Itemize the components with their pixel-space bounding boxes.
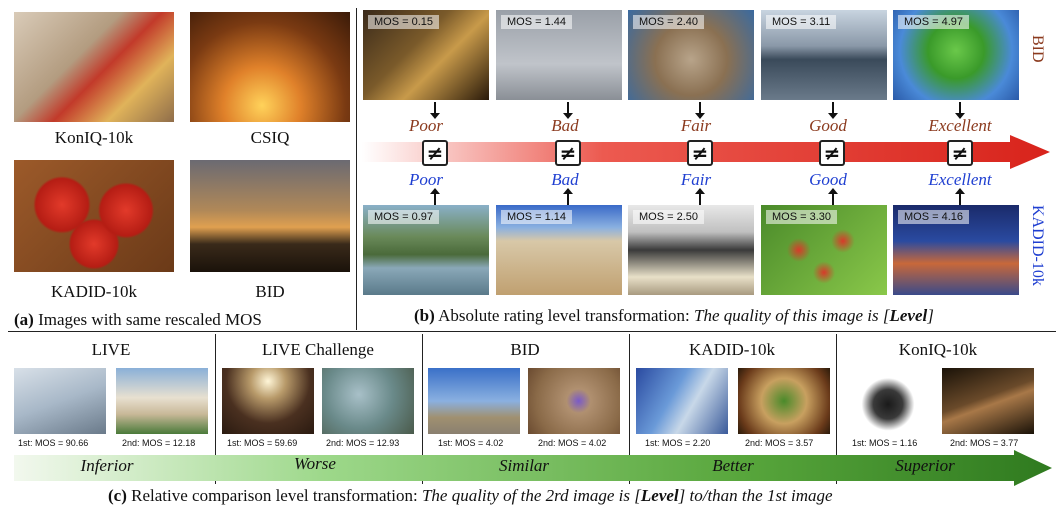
arrow-up-1 bbox=[430, 188, 440, 205]
group-title-bid: BID bbox=[510, 340, 540, 359]
live-second-mos: 2nd: MOS = 12.18 bbox=[122, 438, 196, 448]
side-label-kadid: KADID-10k bbox=[1029, 205, 1046, 286]
bid-image-good: MOS = 3.11 bbox=[761, 10, 887, 100]
live-first-mos: 1st: MOS = 90.66 bbox=[18, 438, 89, 448]
live-challenge-image-first bbox=[222, 368, 314, 434]
group-title-live-challenge: LIVE Challenge bbox=[262, 340, 374, 359]
level-similar: Similar bbox=[498, 456, 550, 475]
comparison-gradient-arrow bbox=[14, 450, 1052, 486]
group-separator-1 bbox=[215, 334, 216, 484]
dataset-label-csiq: CSIQ bbox=[250, 128, 290, 147]
bottom-level-bad: Bad bbox=[551, 170, 579, 189]
panel-b-caption: (b) Absolute rating level transformation… bbox=[414, 306, 934, 325]
divider-c bbox=[8, 331, 1056, 332]
kadid-second-mos: 2nd: MOS = 3.57 bbox=[745, 438, 814, 448]
arrow-down-2 bbox=[563, 102, 573, 119]
dataset-label-kadid: KADID-10k bbox=[51, 282, 137, 301]
live-challenge-first-mos: 1st: MOS = 59.69 bbox=[227, 438, 298, 448]
bid-image-excellent: MOS = 4.97 bbox=[893, 10, 1019, 100]
koniq-first-mos: 1st: MOS = 1.16 bbox=[852, 438, 918, 448]
arrow-up-5 bbox=[955, 188, 965, 205]
live-challenge-second-mos: 2nd: MOS = 12.93 bbox=[326, 438, 400, 448]
kadid-image-fair: MOS = 2.50 bbox=[628, 205, 754, 295]
csiq-sample-image bbox=[190, 12, 350, 122]
top-level-fair: Fair bbox=[680, 116, 712, 135]
bid-image-first bbox=[428, 368, 520, 434]
bottom-level-poor: Poor bbox=[409, 170, 443, 189]
arrow-up-2 bbox=[563, 188, 573, 205]
bid-image-bad: MOS = 1.44 bbox=[496, 10, 622, 100]
live-challenge-image-second bbox=[322, 368, 414, 434]
top-level-bad: Bad bbox=[551, 116, 579, 135]
panel-c-caption: (c) Relative comparison level transforma… bbox=[108, 486, 833, 505]
level-better: Better bbox=[712, 456, 754, 475]
level-superior: Superior bbox=[895, 456, 955, 475]
bottom-level-fair: Fair bbox=[680, 170, 712, 189]
not-equal-icon-1: ≠ bbox=[422, 140, 448, 166]
bid-image-fair: MOS = 2.40 bbox=[628, 10, 754, 100]
side-label-bid: BID bbox=[1029, 35, 1046, 63]
kadid-image-second bbox=[738, 368, 830, 434]
dataset-label-bid: BID bbox=[255, 282, 285, 301]
arrow-up-3 bbox=[695, 188, 705, 205]
kadid-first-mos: 1st: MOS = 2.20 bbox=[645, 438, 711, 448]
koniq-image-first bbox=[842, 368, 934, 434]
konIQ-sample-image bbox=[14, 12, 174, 122]
kadid-sample-image bbox=[14, 160, 174, 272]
bid-sample-image bbox=[190, 160, 350, 272]
bottom-level-excellent: Excellent bbox=[928, 170, 992, 189]
not-equal-icon-3: ≠ bbox=[687, 140, 713, 166]
top-level-excellent: Excellent bbox=[928, 116, 992, 135]
kadid-image-excellent: MOS = 4.16 bbox=[893, 205, 1019, 295]
group-separator-4 bbox=[836, 334, 837, 484]
kadid-image-first bbox=[636, 368, 728, 434]
bid-image-second bbox=[528, 368, 620, 434]
level-inferior: Inferior bbox=[80, 456, 134, 475]
live-image-second bbox=[116, 368, 208, 434]
not-equal-icon-5: ≠ bbox=[947, 140, 973, 166]
group-title-live: LIVE bbox=[91, 340, 131, 359]
group-separator-2 bbox=[422, 334, 423, 484]
arrow-down-5 bbox=[955, 102, 965, 119]
group-title-koniq: KonIQ-10k bbox=[898, 340, 978, 359]
top-level-poor: Poor bbox=[409, 116, 443, 135]
kadid-image-poor: MOS = 0.97 bbox=[363, 205, 489, 295]
group-separator-3 bbox=[629, 334, 630, 484]
live-image-first bbox=[14, 368, 106, 434]
bottom-level-good: Good bbox=[809, 170, 847, 189]
level-worse: Worse bbox=[294, 454, 336, 473]
kadid-image-bad: MOS = 1.14 bbox=[496, 205, 622, 295]
koniq-image-second bbox=[942, 368, 1034, 434]
bid-image-poor: MOS = 0.15 bbox=[363, 10, 489, 100]
dataset-label-koniq: KonIQ-10k bbox=[54, 128, 134, 147]
arrow-down-1 bbox=[430, 102, 440, 119]
panel-a-caption: (a) Images with same rescaled MOS bbox=[14, 310, 262, 329]
divider-ab bbox=[356, 8, 357, 330]
bid-first-mos: 1st: MOS = 4.02 bbox=[438, 438, 504, 448]
group-title-kadid: KADID-10k bbox=[689, 340, 775, 359]
top-level-good: Good bbox=[809, 116, 847, 135]
not-equal-icon-4: ≠ bbox=[819, 140, 845, 166]
not-equal-icon-2: ≠ bbox=[555, 140, 581, 166]
kadid-image-good: MOS = 3.30 bbox=[761, 205, 887, 295]
arrow-down-4 bbox=[828, 102, 838, 119]
bid-second-mos: 2nd: MOS = 4.02 bbox=[538, 438, 607, 448]
koniq-second-mos: 2nd: MOS = 3.77 bbox=[950, 438, 1019, 448]
arrow-down-3 bbox=[695, 102, 705, 119]
arrow-up-4 bbox=[828, 188, 838, 205]
